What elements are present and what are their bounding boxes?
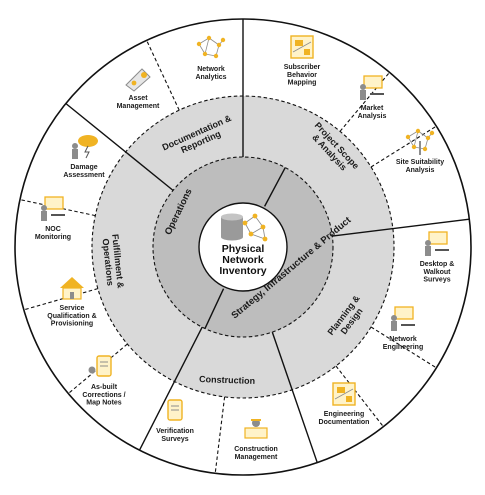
- outer-item-label: Surveys: [161, 436, 188, 443]
- outer-item-label: Management: [117, 103, 160, 110]
- phase-divider-4: [65, 102, 174, 191]
- outer-item-label: Provisioning: [51, 321, 93, 328]
- outer-item-label: Qualification &: [47, 313, 96, 320]
- item-divider-3: [335, 365, 384, 428]
- outer-item-label: Damage: [70, 164, 97, 171]
- center-label: Network: [222, 254, 264, 266]
- desktop-walkout-icon: [425, 231, 449, 256]
- inner-divider-0: [263, 167, 286, 207]
- phase-divider-2: [271, 331, 318, 463]
- outer-item-label: Analysis: [406, 167, 435, 174]
- verification-surveys-icon: [167, 399, 183, 421]
- middle-ring-label: Construction: [199, 374, 255, 386]
- item-divider-8: [146, 40, 180, 111]
- item-divider-0: [339, 71, 390, 132]
- outer-item-label: Construction: [234, 446, 278, 453]
- outer-item-label: Monitoring: [35, 234, 71, 241]
- outer-item-label: Behavior: [287, 72, 317, 79]
- outer-item-label: Mapping: [288, 80, 317, 87]
- outer-item-label: Asset: [128, 95, 148, 102]
- center-label: Physical: [222, 243, 265, 255]
- asset-management-icon: [125, 68, 151, 92]
- outer-ring-layer: NetworkAnalyticsSubscriberBehaviorMappin…: [35, 35, 455, 461]
- outer-item-label: Corrections /: [82, 392, 125, 399]
- database-network-icon: [221, 213, 268, 242]
- network-analytics-icon: [196, 35, 226, 59]
- noc-monitoring-icon: [41, 196, 65, 221]
- item-divider-4: [214, 396, 226, 474]
- outer-item-label: Service: [60, 305, 85, 312]
- outer-item-label: Analysis: [358, 113, 387, 120]
- outer-item-label: Surveys: [423, 277, 450, 284]
- network-engineering-icon: [391, 306, 415, 331]
- outer-item-label: Map Notes: [86, 400, 122, 407]
- item-divider-1: [370, 125, 437, 168]
- site-suitability-icon: [405, 128, 435, 155]
- outer-item-label: NOC: [45, 226, 61, 233]
- center-label: Inventory: [219, 265, 266, 277]
- outer-item-label: Walkout: [424, 269, 452, 276]
- outer-item-label: Market: [361, 105, 384, 112]
- outer-item-label: Verification: [156, 428, 194, 435]
- outer-item-label: Desktop &: [420, 261, 455, 268]
- engineering-documentation-icon: [332, 382, 356, 406]
- item-divider-6: [23, 288, 99, 311]
- outer-item-label: Subscriber: [284, 64, 321, 71]
- construction-management-icon: [244, 419, 268, 439]
- phase-divider-1: [332, 218, 470, 237]
- inner-divider-1: [204, 288, 225, 329]
- outer-item-label: Site Suitability: [396, 159, 444, 166]
- damage-assessment-icon: [72, 135, 98, 159]
- outer-item-label: Network: [389, 336, 417, 343]
- outer-item-label: Engineering: [324, 411, 364, 418]
- outer-item-label: Assessment: [63, 172, 105, 179]
- market-analysis-icon: [360, 75, 384, 100]
- subscriber-mapping-icon: [290, 35, 314, 59]
- outer-item-label: As-built: [91, 384, 118, 391]
- middle-ring-label: Fulfillment &Operations: [100, 234, 126, 291]
- dividers-layer: [19, 19, 470, 474]
- outer-item-label: Network: [197, 66, 225, 73]
- item-divider-2: [370, 326, 437, 369]
- outer-item-label: Engineering: [383, 344, 423, 351]
- service-qualification-icon: [60, 277, 84, 300]
- outer-item-label: Analytics: [195, 74, 226, 81]
- phase-divider-3: [138, 326, 203, 451]
- outer-item-label: Documentation: [319, 419, 370, 426]
- outer-item-label: Management: [235, 454, 278, 461]
- as-built-corrections-icon: [88, 355, 112, 377]
